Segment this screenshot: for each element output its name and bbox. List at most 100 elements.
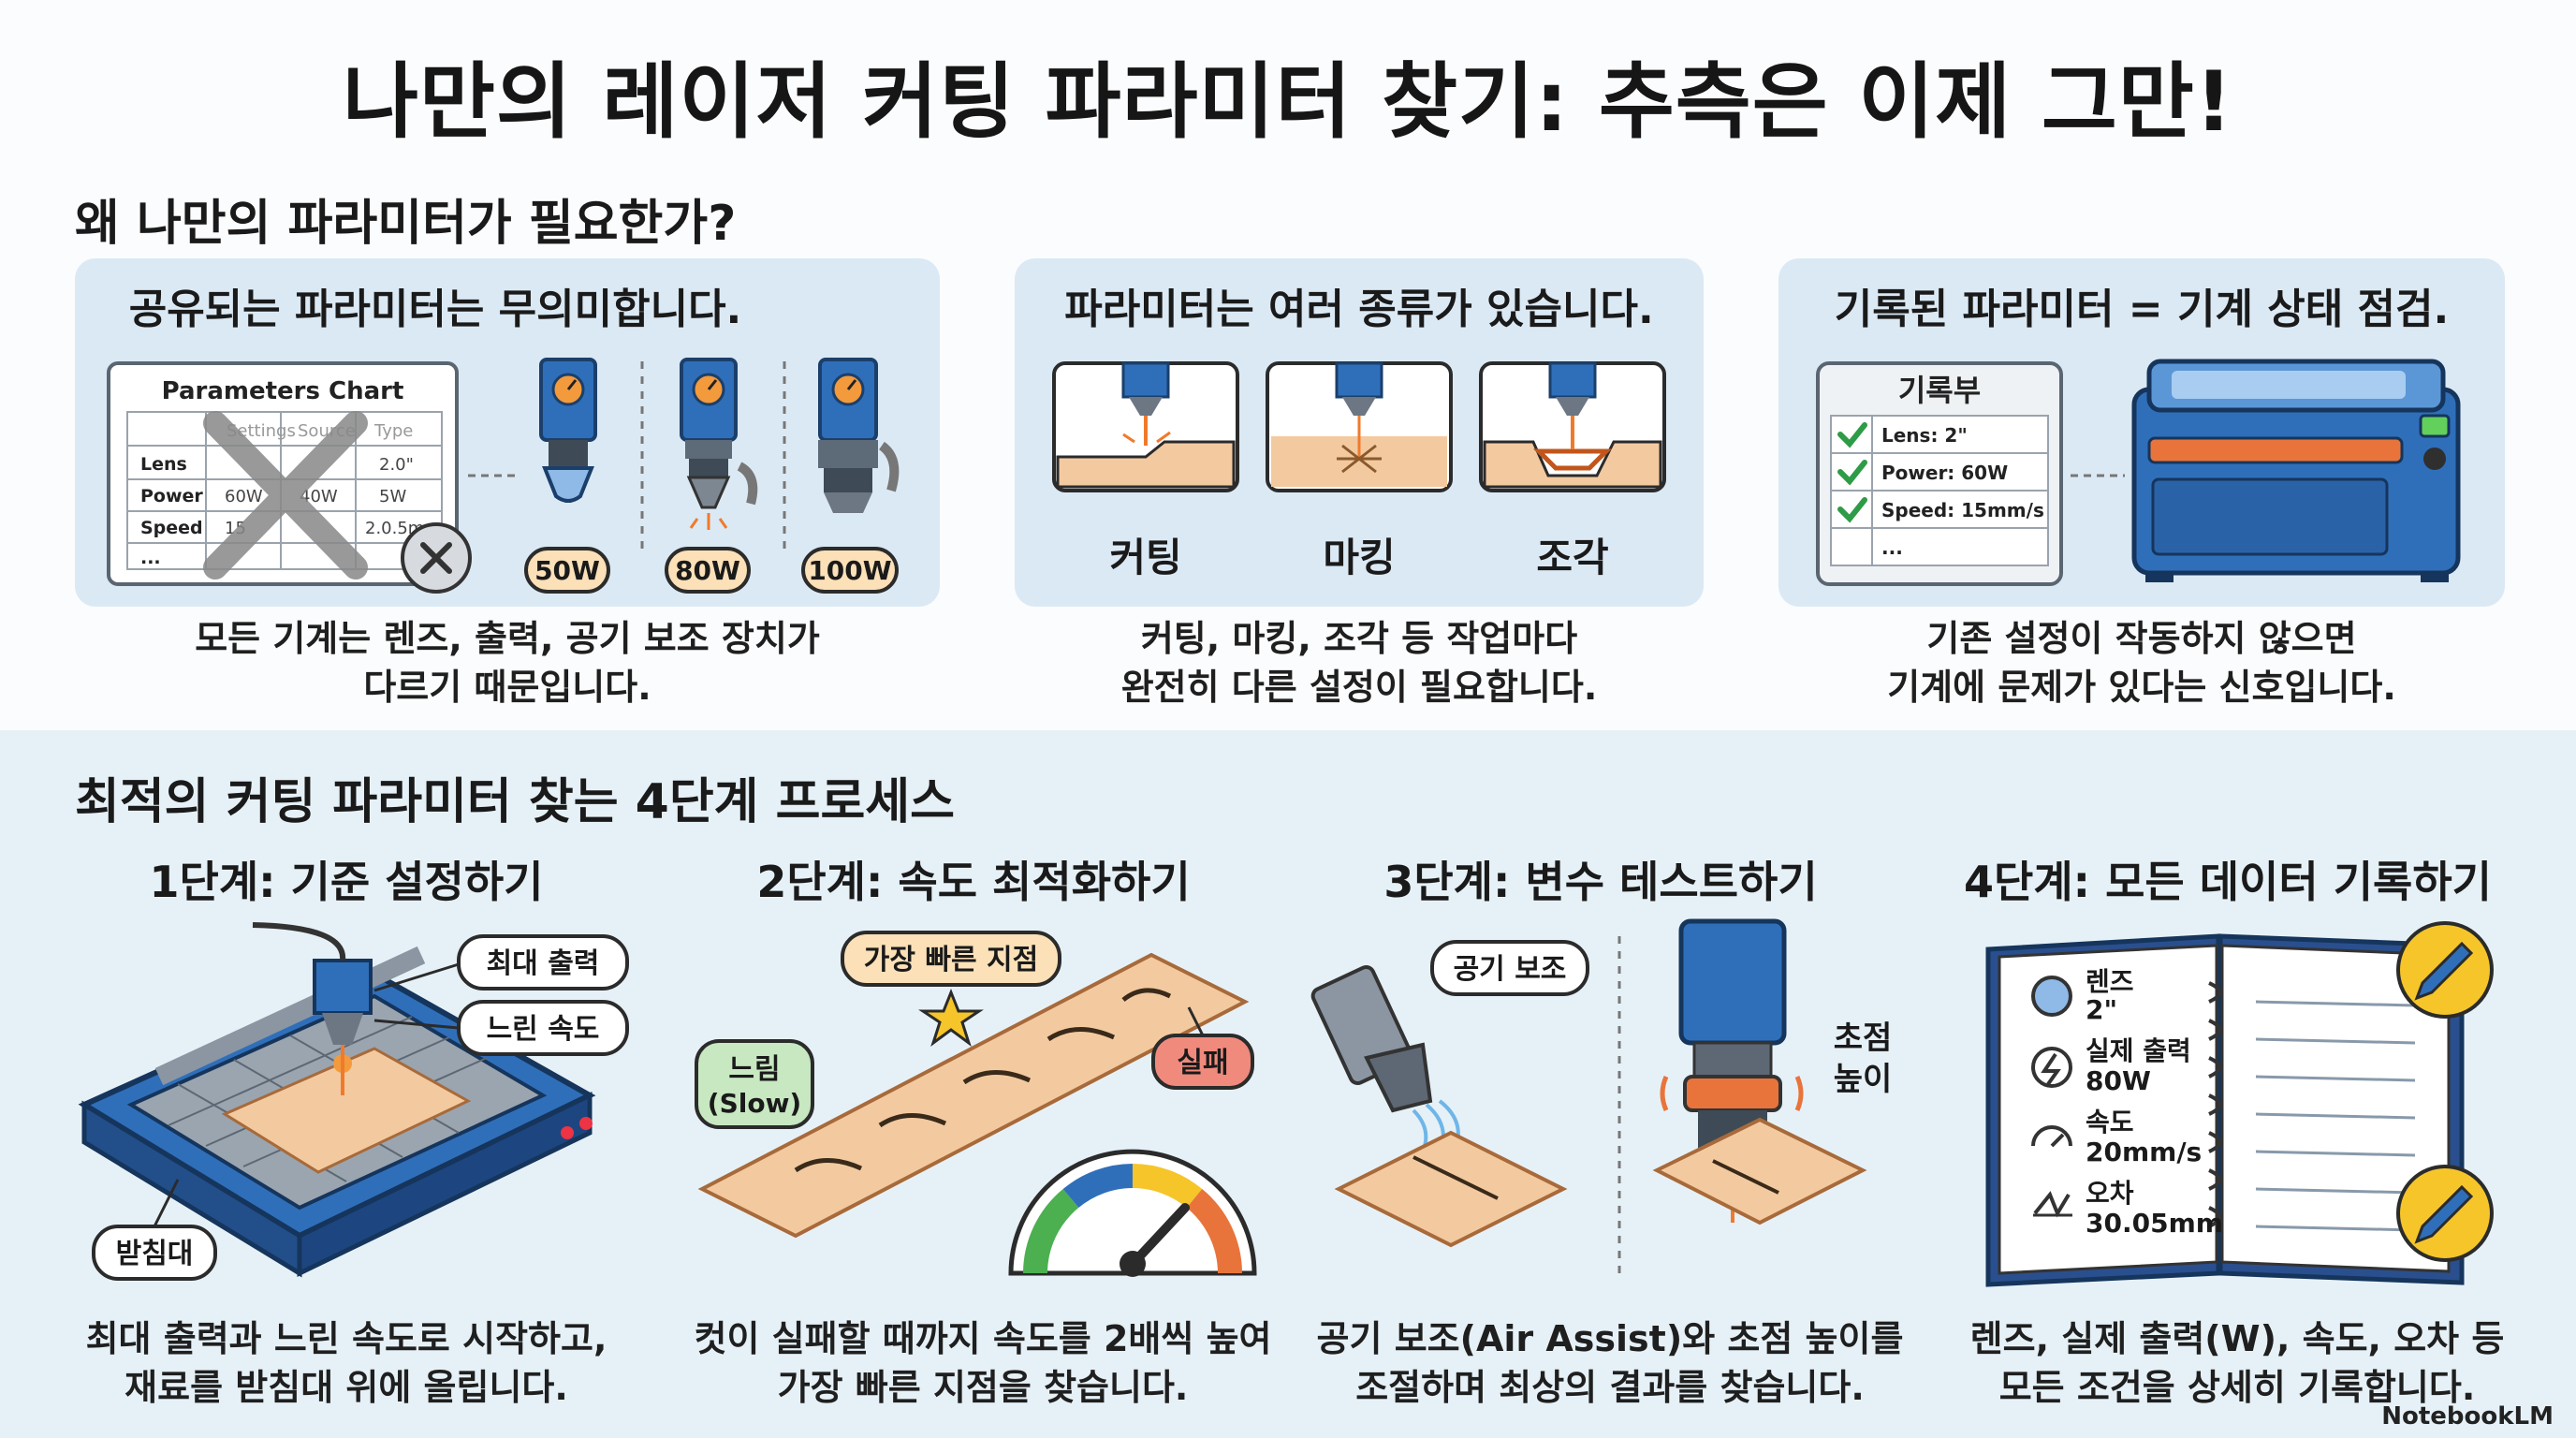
label-fail: 실패 (1151, 1006, 1254, 1090)
caption-line: 조절하며 최상의 결과를 찾습니다. (1355, 1367, 1865, 1408)
entry-speed-value: 20mm/s (2086, 1137, 2202, 1167)
speed-gauge-icon (1008, 1149, 1257, 1277)
step-1-illustration: 최대 출력 느린 속도 받침대 (78, 922, 629, 1281)
laser-head-80w-icon (680, 358, 758, 530)
why-heading: 왜 나만의 파라미터가 필요한가? (75, 196, 737, 252)
caption-line: 완전히 다른 설정이 필요합니다. (1120, 667, 1598, 708)
wattage-pill-100 (801, 547, 899, 594)
cutting-card (1052, 361, 1239, 492)
wattage-50-label: 50W (534, 555, 600, 586)
entry-power-value: 80W (2086, 1065, 2151, 1096)
svg-text:가장 빠른 지점: 가장 빠른 지점 (864, 944, 1039, 976)
panel-recorded-params-caption: 기존 설정이 작동하지 않으면 기계에 문제가 있다는 신호입니다. (1778, 614, 2505, 712)
chart-card-title: Parameters Chart (162, 377, 404, 405)
panel-param-types-title: 파라미터는 여러 종류가 있습니다. (1064, 286, 1654, 333)
pencil-icon (2396, 1165, 2494, 1262)
svg-text:느림: 느림 (728, 1053, 780, 1086)
caption-line: 가장 빠른 지점을 찾습니다. (777, 1367, 1189, 1408)
caption-line: 컷이 실패할 때까지 속도를 2배씩 높여 (694, 1318, 1272, 1359)
check-icon (1837, 422, 1867, 523)
step-4-title: 4단계: 모든 데이터 기록하기 (1964, 857, 2492, 907)
entry-offset-value: 30.05mm (2086, 1208, 2223, 1239)
brand-label: NotebookLM (2381, 1402, 2554, 1431)
svg-text:최대 출력: 최대 출력 (487, 947, 600, 980)
lens-icon (2031, 976, 2072, 1017)
caption-line: 기존 설정이 작동하지 않으면 (1926, 618, 2357, 659)
svg-text:높이: 높이 (1834, 1061, 1893, 1098)
log-book-card: 기록부 Lens: 2" Power: 60W Speed: 15mm/s ..… (1816, 361, 2063, 586)
brand-watermark: NotebookLM (2381, 1402, 2554, 1431)
panel-recorded-params-title: 기록된 파라미터 = 기계 상태 점검. (1834, 286, 2450, 333)
caption-line: 기계에 문제가 있다는 신호입니다. (1887, 667, 2396, 708)
test-strip-icon (697, 952, 1250, 1239)
entry-lens-value: 2" (2086, 994, 2117, 1025)
label-slow: 느림 (Slow) (695, 1039, 814, 1129)
power-icon (2031, 1047, 2072, 1088)
svg-text:공기 보조: 공기 보조 (1454, 953, 1567, 986)
shared-params-illustration: Parameters Chart Settings Source Type Le… (107, 358, 900, 594)
svg-text:초점: 초점 (1834, 1020, 1893, 1057)
star-icon (918, 988, 984, 1047)
page-title: 나만의 레이저 커팅 파라미터 찾기: 추측은 이제 그만! (343, 53, 2233, 150)
panel-shared-params-caption: 모든 기계는 렌즈, 출력, 공기 보조 장치가 다르기 때문입니다. (75, 614, 940, 712)
chart-cell-power-2: 40W (300, 487, 338, 506)
marking-card (1266, 361, 1453, 492)
notebook-icon (1985, 933, 2465, 1287)
cross-out-icon (203, 411, 368, 580)
parameters-chart-card: Parameters Chart Settings Source Type Le… (107, 361, 472, 594)
entry-offset-label: 오차 (2086, 1178, 2134, 1209)
wattage-pill-50 (524, 547, 610, 594)
caption-line: 다르기 때문입니다. (363, 667, 651, 708)
log-item-lens: Lens: 2" (1881, 424, 1968, 447)
caption-line: 최대 출력과 느린 속도로 시작하고, (85, 1318, 607, 1359)
step-2-caption: 컷이 실패할 때까지 속도를 2배씩 높여 가장 빠른 지점을 찾습니다. (683, 1314, 1282, 1412)
label-fastest-point: 가장 빠른 지점 (841, 931, 1061, 987)
laser-head-100w-icon (818, 358, 900, 513)
log-title: 기록부 (1898, 373, 1981, 408)
chart-row-label-lens: Lens (140, 454, 187, 475)
air-assist-nozzle-icon (1310, 964, 1568, 1248)
process-heading: 최적의 커팅 파라미터 찾는 4단계 프로세스 (75, 774, 955, 830)
entry-power-label: 실제 출력 (2086, 1035, 2191, 1066)
wattage-pill-80 (665, 547, 751, 594)
wattage-100-label: 100W (808, 555, 891, 586)
svg-text:받침대: 받침대 (116, 1238, 194, 1270)
caption-line: 모든 조건을 상세히 기록합니다. (1998, 1367, 2476, 1408)
chart-cell-power-1: 60W (225, 487, 263, 506)
chart-cell-lens: 2.0" (379, 455, 414, 475)
speed-gauge-small-icon (2031, 1125, 2072, 1147)
pencil-icon (2396, 921, 2494, 1019)
type-marking-label: 마킹 (1323, 535, 1395, 580)
svg-text:(Slow): (Slow) (708, 1088, 801, 1119)
svg-text:느린 속도: 느린 속도 (487, 1013, 600, 1046)
panel-shared-params-title: 공유되는 파라미터는 무의미합니다. (128, 286, 742, 333)
chart-row-label-power: Power (140, 486, 203, 506)
step-2-title: 2단계: 속도 최적화하기 (756, 857, 1191, 907)
log-item-more: ... (1881, 536, 1903, 559)
step-3-title: 3단계: 변수 테스트하기 (1383, 857, 1818, 907)
caption-line: 커팅, 마킹, 조각 등 작업마다 (1140, 618, 1578, 659)
label-max-power: 최대 출력 (373, 934, 629, 992)
chart-header-type: Type (373, 421, 413, 441)
engraving-card (1479, 361, 1666, 492)
panel-param-types-caption: 커팅, 마킹, 조각 등 작업마다 완전히 다른 설정이 필요합니다. (1015, 614, 1704, 712)
svg-text:실패: 실패 (1177, 1047, 1228, 1079)
log-item-power: Power: 60W (1881, 462, 2008, 484)
caption-line: 렌즈, 실제 출력(W), 속도, 오차 등 (1969, 1318, 2505, 1359)
caption-line: 공기 보조(Air Assist)와 초점 높이를 (1316, 1318, 1904, 1359)
entry-lens-label: 렌즈 (2086, 966, 2134, 997)
step-1-caption: 최대 출력과 느린 속도로 시작하고, 재료를 받침대 위에 올립니다. (56, 1314, 637, 1412)
step-3-caption: 공기 보조(Air Assist)와 초점 높이를 조절하며 최상의 결과를 찾… (1310, 1314, 1910, 1412)
step-4-caption: 렌즈, 실제 출력(W), 속도, 오차 등 모든 조건을 상세히 기록합니다. (1938, 1314, 2537, 1412)
chart-row-label-speed: Speed (140, 518, 203, 538)
chart-row-label-more: ... (140, 548, 161, 568)
offset-icon (2033, 1191, 2071, 1218)
caption-line: 재료를 받침대 위에 올립니다. (124, 1367, 568, 1408)
wattage-80-label: 80W (675, 555, 740, 586)
step-3-illustration: 공기 보조 초점 높이 (1310, 918, 1893, 1273)
param-types-illustration: 커팅 마킹 조각 (1052, 361, 1666, 580)
label-focus-height: 초점 높이 (1834, 1020, 1893, 1098)
label-slow-speed: 느린 속도 (373, 1000, 629, 1056)
caption-line: 모든 기계는 렌즈, 출력, 공기 보조 장치가 (195, 618, 820, 659)
laser-bed-icon (78, 922, 596, 1278)
